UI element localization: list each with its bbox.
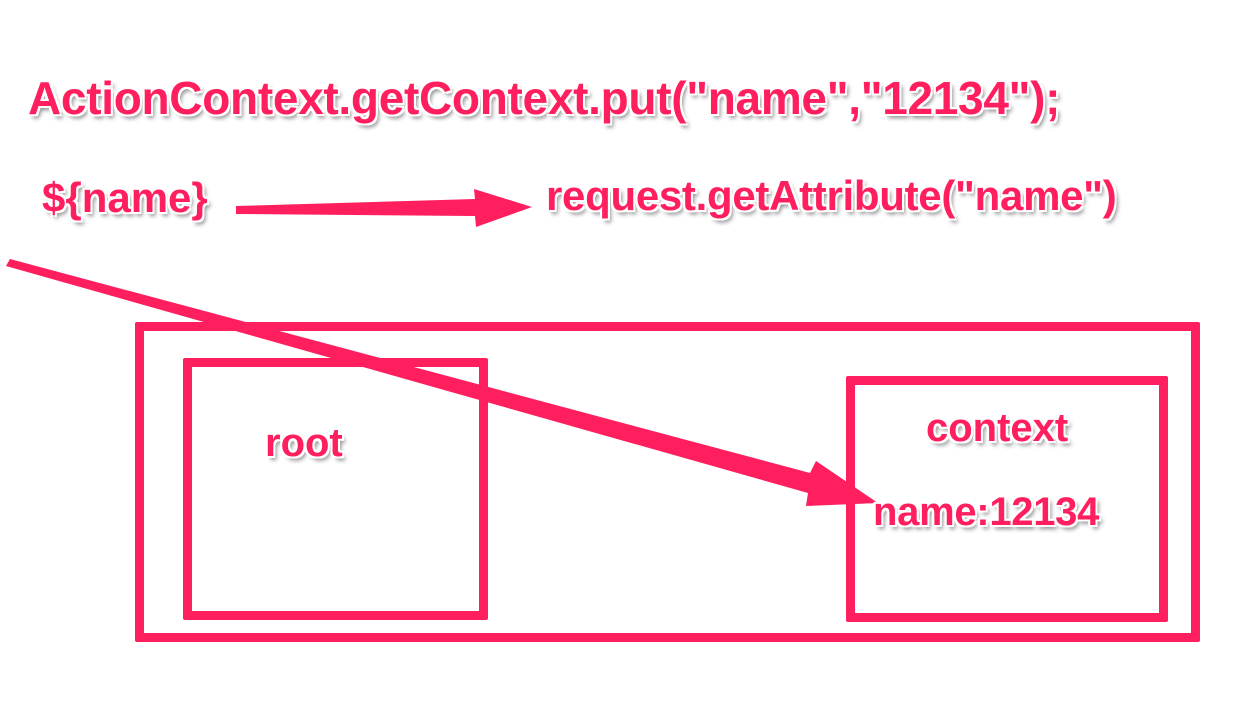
request-call-text: request.getAttribute("name") — [546, 172, 1117, 219]
put-statement-text: ActionContext.getContext.put("name","121… — [28, 72, 1061, 124]
el-expression-text: ${name} — [42, 174, 208, 221]
context-entry-text: name:12134 — [873, 490, 1100, 534]
context-label: context — [926, 406, 1069, 450]
root-label: root — [265, 421, 343, 465]
root-box — [183, 358, 488, 620]
el-to-request-arrow — [236, 189, 532, 227]
